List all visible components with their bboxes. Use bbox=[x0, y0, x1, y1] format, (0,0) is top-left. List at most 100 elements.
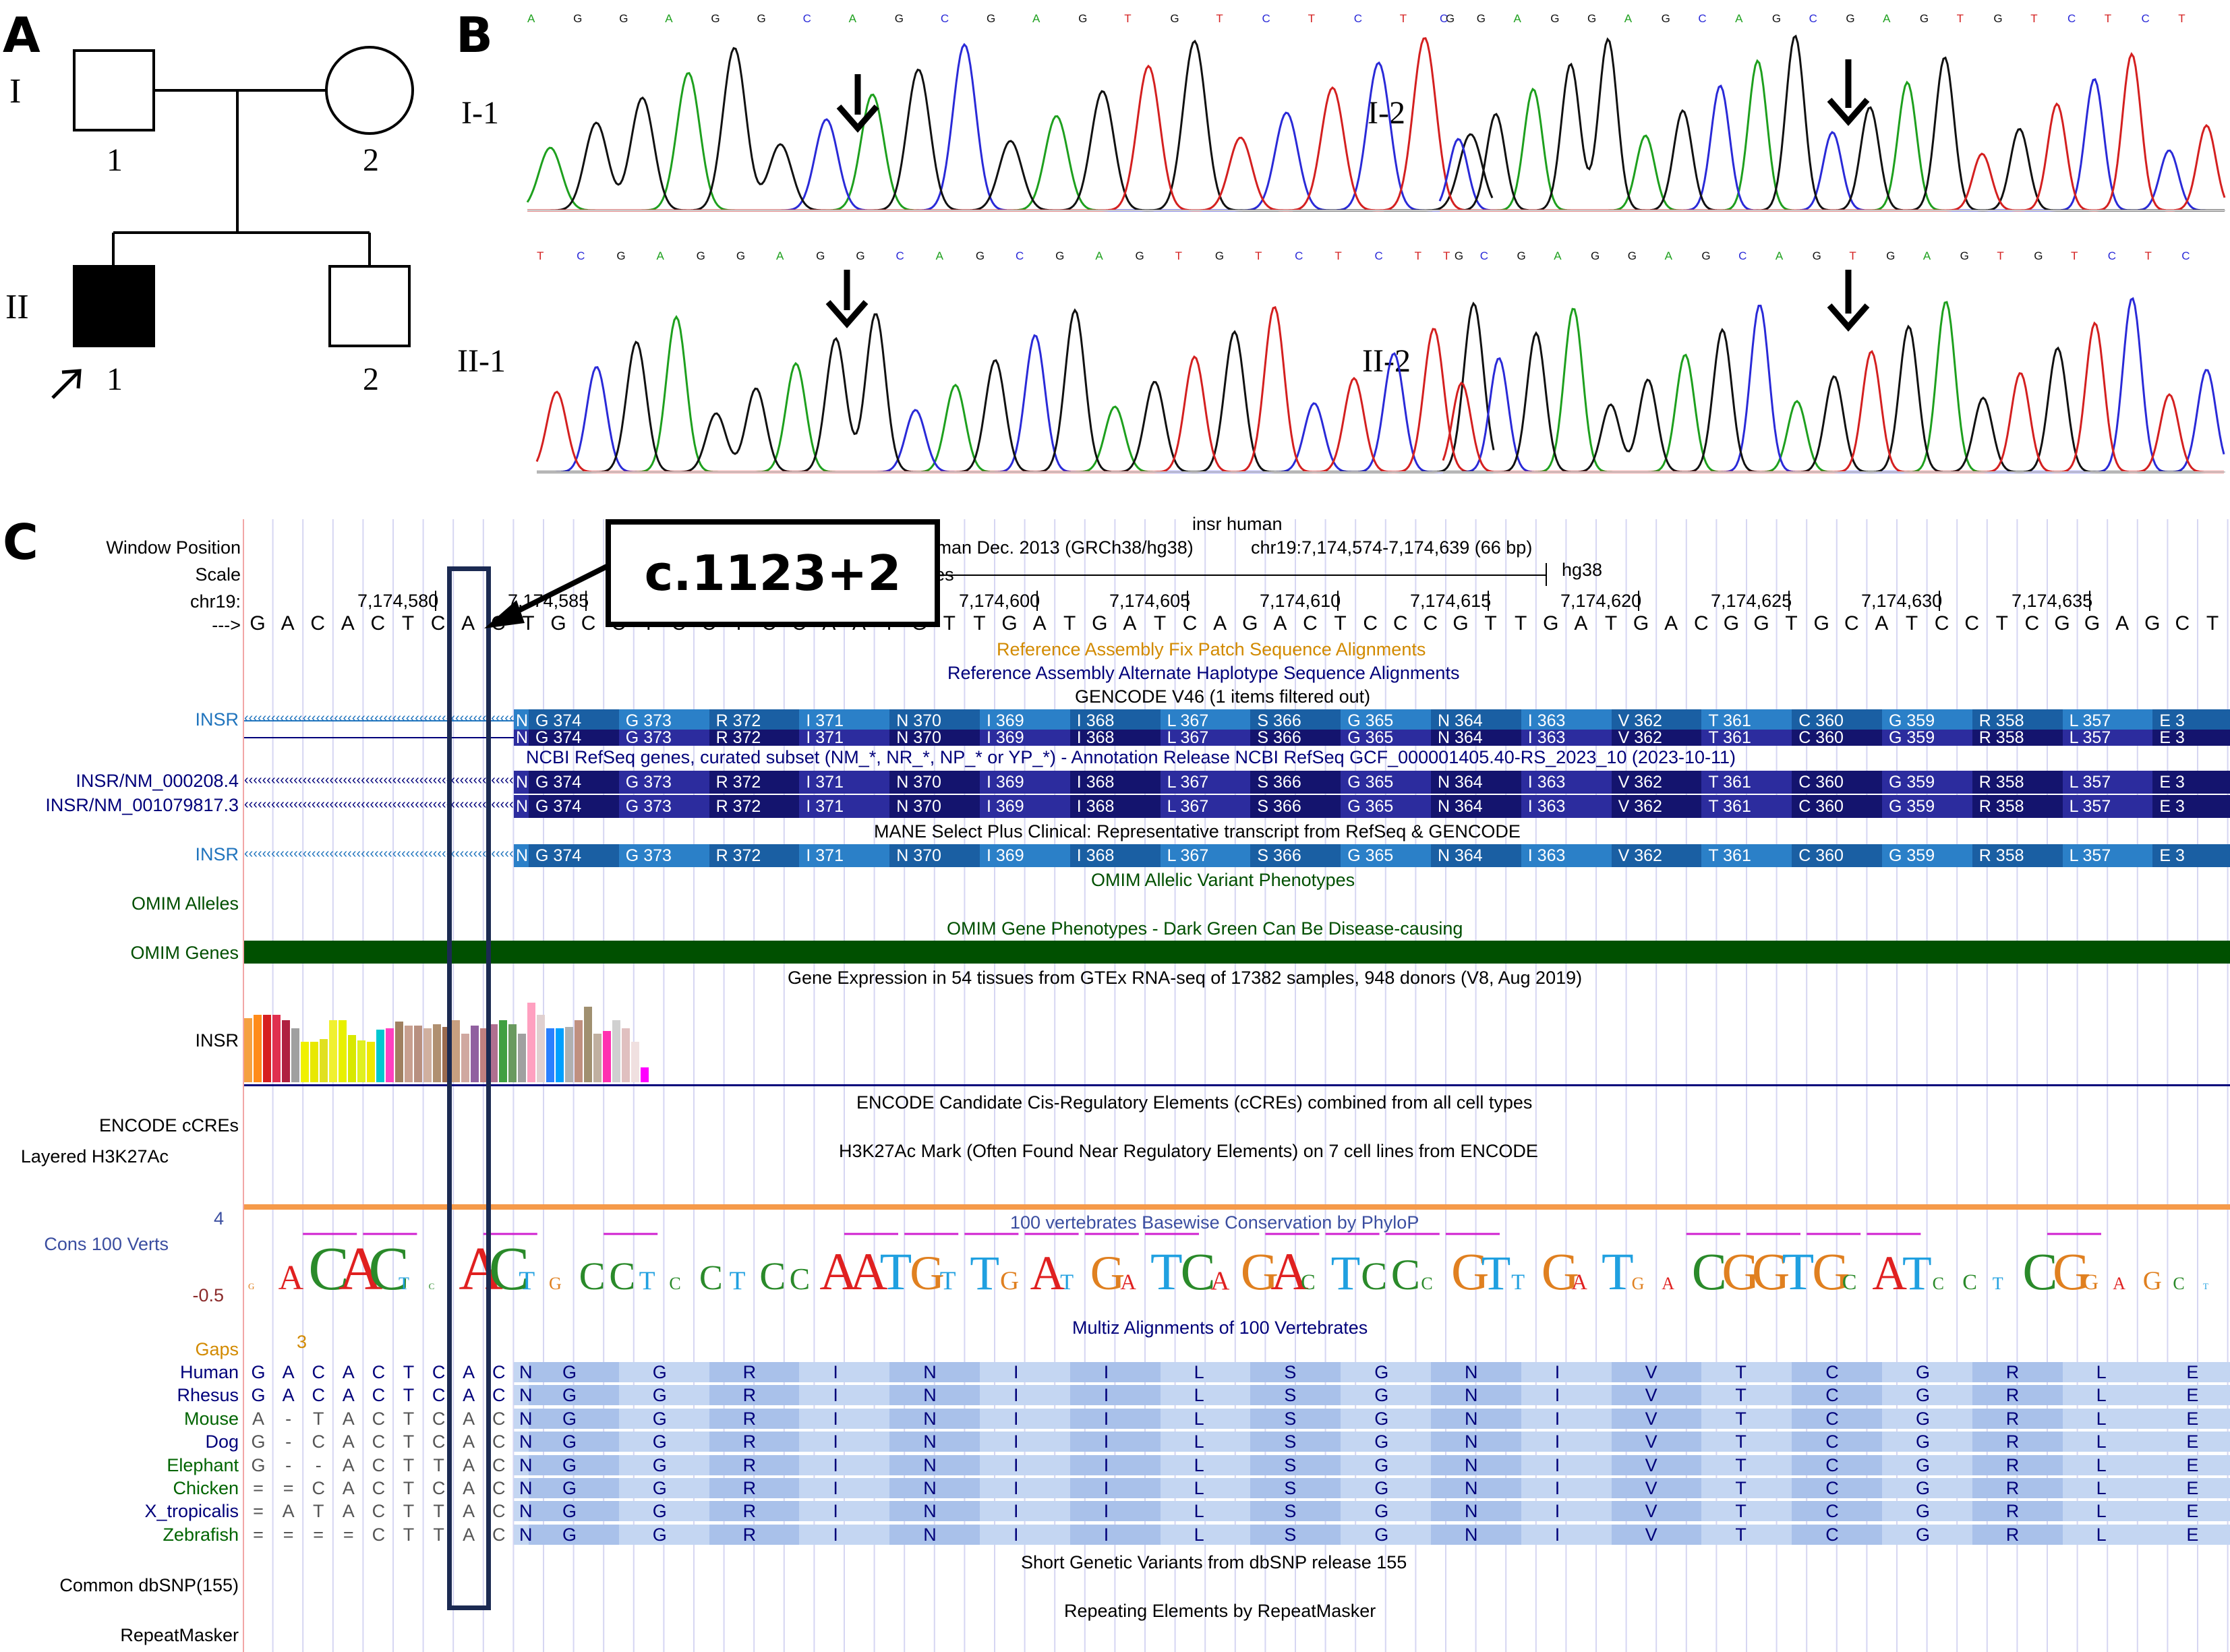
base-call: G bbox=[1661, 12, 1670, 25]
codon-block: G 373 bbox=[618, 771, 709, 794]
variant-callout-box: c.1123+2 bbox=[606, 519, 940, 627]
reference-base: C bbox=[430, 612, 446, 635]
logo-letter: T bbox=[639, 1266, 655, 1295]
logo-letter: C bbox=[790, 1262, 810, 1296]
codon-block: T 361 bbox=[1701, 771, 1792, 794]
base-call: C bbox=[1440, 12, 1448, 25]
codon-block: I 369 bbox=[980, 795, 1070, 818]
logo-letter: C bbox=[759, 1254, 786, 1298]
codon-block: I 363 bbox=[1521, 771, 1612, 794]
label-cons-max: 4 bbox=[213, 1208, 224, 1229]
coordinate-tick: 7,174,605 bbox=[1109, 591, 1191, 611]
gtex-tissue-bar bbox=[405, 1026, 413, 1082]
codon-block: R 372 bbox=[709, 795, 800, 818]
codon-block: E 3 bbox=[2152, 771, 2230, 794]
reference-base: A bbox=[341, 612, 355, 635]
chromatogram-label-i1: I-1 bbox=[461, 95, 499, 131]
species-label: X_tropicalis bbox=[144, 1501, 239, 1522]
codon-block: G 374 bbox=[529, 795, 619, 818]
male-individual-ii2 bbox=[328, 265, 411, 347]
gtex-tissue-bar bbox=[320, 1039, 328, 1082]
logo-letter: A bbox=[339, 1235, 383, 1303]
logo-letter: T bbox=[1902, 1247, 1932, 1300]
base-call: T bbox=[1956, 12, 1964, 25]
base-call: G bbox=[1454, 249, 1464, 262]
variant-callout-text: c.1123+2 bbox=[644, 545, 902, 601]
base-call: G bbox=[1627, 249, 1637, 262]
reference-sequence: GACACTCACTGCCTCCTCCAATGTTGATGATCAGACTCCC… bbox=[243, 612, 2230, 638]
codon-block: I 363 bbox=[1521, 709, 1612, 732]
trace-g bbox=[527, 39, 1494, 212]
logo-letter: G bbox=[2053, 1242, 2090, 1301]
codon-block: V 362 bbox=[1611, 795, 1702, 818]
base-call: G bbox=[1591, 249, 1600, 262]
codon-block: L 367 bbox=[1160, 730, 1251, 746]
gtex-tissue-bar bbox=[556, 1028, 564, 1082]
codon-block: N bbox=[514, 844, 529, 867]
codon-block: L 357 bbox=[2062, 771, 2153, 794]
label-gaps: Gaps bbox=[195, 1339, 239, 1359]
base-call: G bbox=[1170, 12, 1179, 25]
codon-block: N 370 bbox=[889, 795, 980, 818]
species-label: Rhesus bbox=[177, 1385, 239, 1406]
base-call: C bbox=[2067, 12, 2076, 25]
label-window-position: Window Position bbox=[106, 537, 241, 558]
logo-letter: T bbox=[1511, 1270, 1525, 1295]
generation-label-i: I bbox=[9, 72, 22, 111]
base-call: T bbox=[2104, 12, 2112, 25]
title-multiz: Multiz Alignments of 100 Vertebrates bbox=[1072, 1318, 1368, 1338]
codon-block: S 366 bbox=[1250, 771, 1341, 794]
gtex-tissue-bar bbox=[584, 1007, 592, 1082]
pedigree-chart bbox=[51, 46, 414, 399]
logo-letter: C bbox=[368, 1235, 409, 1303]
codon-block: N bbox=[514, 771, 529, 794]
reference-base: G bbox=[1001, 612, 1018, 635]
codon-block: R 358 bbox=[1972, 771, 2063, 794]
base-call: C bbox=[2107, 249, 2116, 262]
reference-base: C bbox=[581, 612, 596, 635]
title-gencode: GENCODE V46 (1 items filtered out) bbox=[1075, 686, 1371, 707]
base-call: T bbox=[1216, 12, 1223, 25]
trace-a bbox=[537, 315, 1494, 473]
title-omim-allelic: OMIM Allelic Variant Phenotypes bbox=[1091, 870, 1355, 890]
base-call: G bbox=[1055, 249, 1065, 262]
base-call: C bbox=[802, 12, 811, 25]
codon-block: G 359 bbox=[1882, 709, 1972, 732]
codon-block: G 359 bbox=[1882, 771, 1972, 794]
base-call: C bbox=[577, 249, 585, 262]
base-call: C bbox=[2141, 12, 2150, 25]
codon-block: I 368 bbox=[1069, 771, 1161, 794]
base-call: A bbox=[1775, 249, 1784, 262]
individual-number: 1 bbox=[107, 142, 123, 178]
logo-letter: C bbox=[609, 1254, 635, 1298]
base-call: G bbox=[894, 12, 904, 25]
base-call: G bbox=[856, 249, 865, 262]
title-omim-gene: OMIM Gene Phenotypes - Dark Green Can Be… bbox=[947, 918, 1463, 939]
title-phylop: 100 vertebrates Basewise Conservation by… bbox=[1010, 1212, 1419, 1233]
logo-letter: T bbox=[1331, 1247, 1361, 1300]
logo-letter: T bbox=[730, 1266, 746, 1295]
reference-base: G bbox=[1242, 612, 1258, 635]
codon-block: G 373 bbox=[618, 795, 709, 818]
base-call: G bbox=[1135, 249, 1144, 262]
base-call: T bbox=[1399, 12, 1407, 25]
codon-block: I 371 bbox=[799, 709, 890, 732]
reference-base: T bbox=[1153, 612, 1167, 635]
base-call: C bbox=[1698, 12, 1707, 25]
codon-block: S 366 bbox=[1250, 795, 1341, 818]
coordinate-tick: 7,174,625 bbox=[1711, 591, 1792, 611]
reference-base: A bbox=[1875, 612, 1889, 635]
scale-bar bbox=[934, 574, 1546, 576]
logo-letter: C bbox=[1421, 1274, 1432, 1293]
reference-base: T bbox=[943, 612, 956, 635]
codon-block: S 366 bbox=[1250, 709, 1341, 732]
gtex-tissue-bar bbox=[433, 1024, 441, 1082]
label-repeatmasker: RepeatMasker bbox=[120, 1625, 239, 1645]
trace-t bbox=[1442, 321, 2224, 473]
coordinate-tick: 7,174,635 bbox=[2012, 591, 2093, 611]
base-call: G bbox=[573, 12, 583, 25]
gtex-tissue-bar bbox=[301, 1042, 309, 1082]
base-call: T bbox=[1124, 12, 1132, 25]
logo-letter: T bbox=[1060, 1270, 1074, 1295]
base-call: A bbox=[1032, 12, 1040, 25]
